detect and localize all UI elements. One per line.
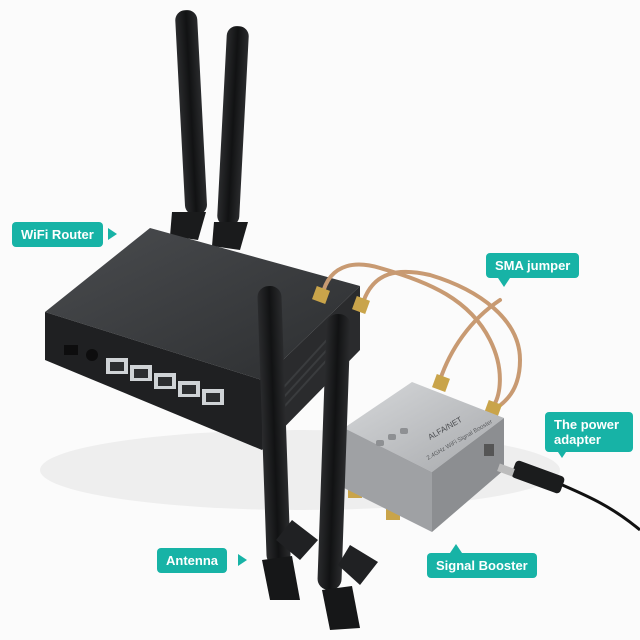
- front-antennas: [257, 286, 378, 630]
- label-sma-jumper-pointer: [498, 278, 510, 287]
- power-adapter-cable: [497, 460, 640, 532]
- router-antennas: [170, 10, 249, 250]
- label-power-adapter-line2: adapter: [554, 432, 601, 447]
- label-power-adapter-line1: The power: [554, 417, 620, 432]
- label-antenna: Antenna: [157, 548, 227, 573]
- label-wifi-router-pointer: [108, 228, 117, 240]
- label-wifi-router: WiFi Router: [12, 222, 103, 247]
- signal-booster: ALFA/NET 2.4GHz WiFi Signal Booster: [344, 382, 504, 532]
- sma-jumper-cables: [320, 262, 523, 412]
- label-signal-booster-pointer: [450, 544, 462, 553]
- label-sma-jumper: SMA jumper: [486, 253, 580, 278]
- label-power-adapter-pointer: [556, 449, 568, 458]
- label-antenna-pointer: [238, 554, 247, 566]
- label-power-adapter: The power adapter: [545, 412, 633, 452]
- label-signal-booster: Signal Booster: [427, 553, 537, 578]
- wifi-router: [45, 228, 360, 450]
